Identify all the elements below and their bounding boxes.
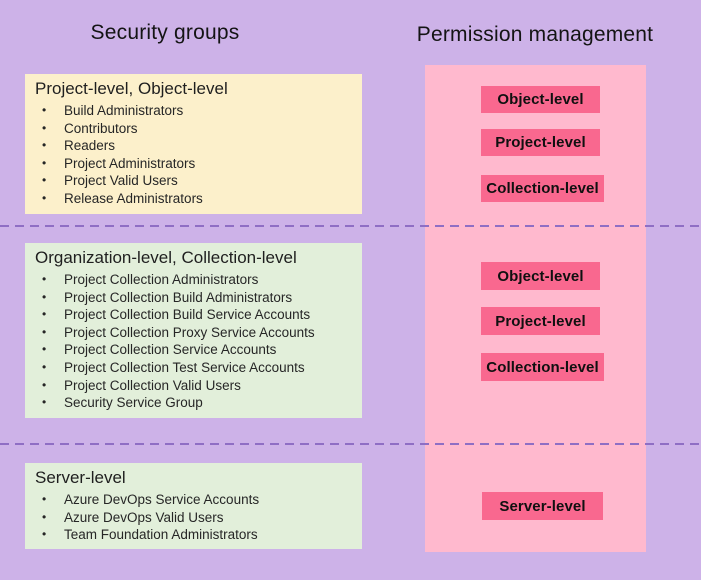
list-item: Project Administrators [35, 155, 352, 173]
permission-badge-object-level: Object-level [481, 86, 600, 113]
list-item: Azure DevOps Service Accounts [35, 491, 352, 509]
column-header-security-groups: Security groups [90, 21, 240, 44]
permission-badge-project-level: Project-level [481, 129, 600, 156]
section-divider [0, 443, 701, 445]
list-item: Release Administrators [35, 190, 352, 208]
list-item: Project Valid Users [35, 172, 352, 190]
group-title: Project-level, Object-level [35, 79, 228, 98]
group-list: Project Collection Administrators Projec… [35, 271, 352, 412]
list-item: Azure DevOps Valid Users [35, 509, 352, 527]
permission-badge-object-level: Object-level [481, 262, 600, 290]
permission-badge-collection-level: Collection-level [481, 175, 604, 202]
list-item: Project Collection Build Service Account… [35, 306, 352, 324]
list-item: Build Administrators [35, 102, 352, 120]
list-item: Readers [35, 137, 352, 155]
group-list: Build Administrators Contributors Reader… [35, 102, 352, 208]
column-header-permission-management: Permission management [416, 23, 654, 46]
permission-badge-server-level: Server-level [482, 492, 603, 520]
list-item: Team Foundation Administrators [35, 526, 352, 544]
group-title: Organization-level, Collection-level [35, 248, 297, 267]
permission-badge-project-level: Project-level [481, 307, 600, 335]
list-item: Project Collection Valid Users [35, 377, 352, 395]
group-box-server-level: Server-level Azure DevOps Service Accoun… [25, 463, 362, 549]
permission-badge-collection-level: Collection-level [481, 353, 604, 381]
group-box-organization-collection-level: Organization-level, Collection-level Pro… [25, 243, 362, 418]
list-item: Project Collection Proxy Service Account… [35, 324, 352, 342]
section-divider [0, 225, 701, 227]
list-item: Project Collection Test Service Accounts [35, 359, 352, 377]
list-item: Security Service Group [35, 394, 352, 412]
list-item: Project Collection Administrators [35, 271, 352, 289]
group-box-project-object-level: Project-level, Object-level Build Admini… [25, 74, 362, 214]
list-item: Project Collection Build Administrators [35, 289, 352, 307]
group-list: Azure DevOps Service Accounts Azure DevO… [35, 491, 352, 544]
group-title: Server-level [35, 468, 126, 487]
list-item: Contributors [35, 120, 352, 138]
list-item: Project Collection Service Accounts [35, 341, 352, 359]
